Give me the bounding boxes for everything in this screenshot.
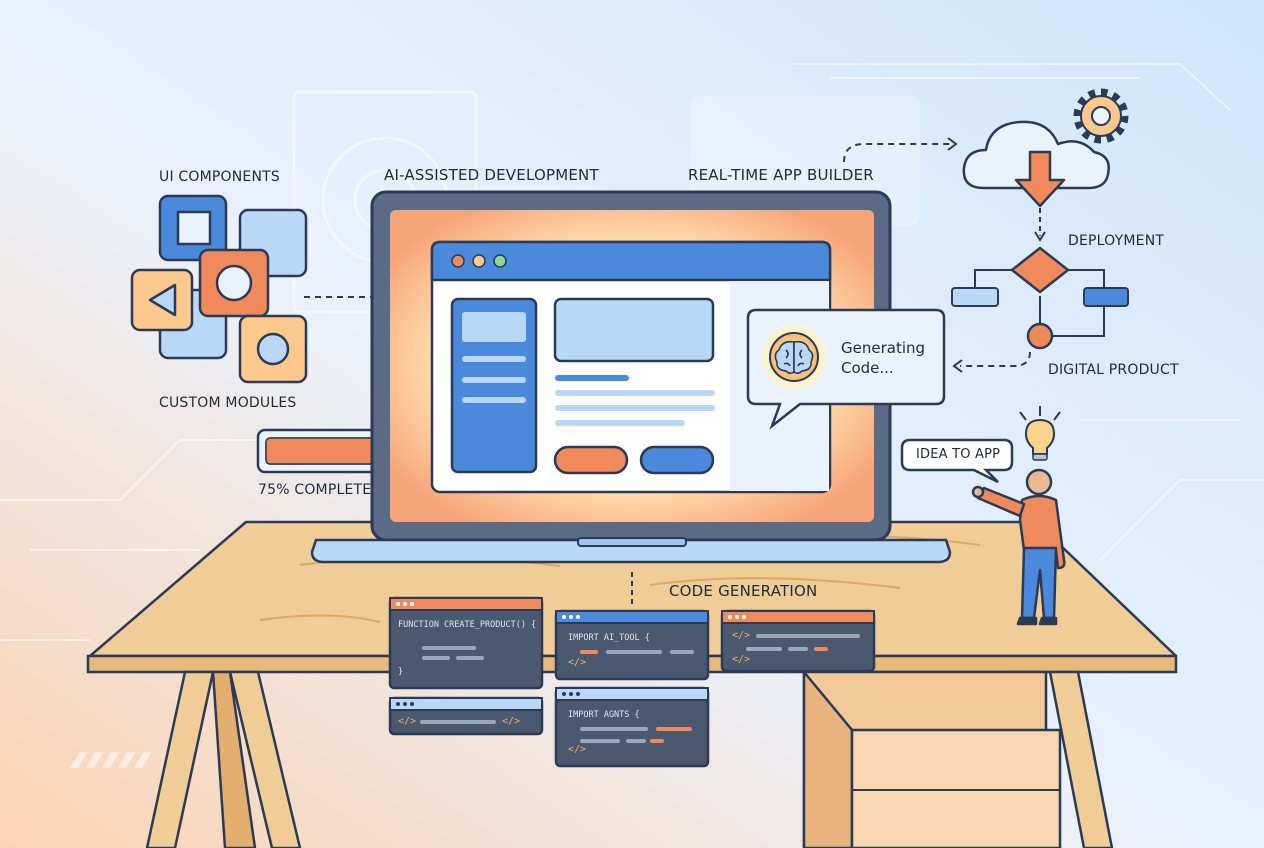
flowchart-node-left: [951, 287, 999, 307]
code-tag: </>: [398, 716, 417, 727]
window-dot-green: [493, 254, 507, 268]
app-window: [430, 240, 832, 494]
background-circuit-lines: [0, 63, 1264, 641]
code-tag: </>: [732, 654, 751, 665]
code-window-5: [554, 686, 710, 768]
bubble-generating-text: Generating Code...: [841, 338, 925, 378]
download-arrow: [1014, 150, 1066, 208]
app-hero-card: [553, 297, 715, 363]
code-window-3: [720, 609, 876, 673]
code-line-import-ai-tool: IMPORT AI_TOOL {: [568, 633, 650, 643]
code-window-4: [388, 696, 544, 736]
label-deployment: DEPLOYMENT: [1068, 233, 1165, 249]
label-ai-assisted-development: AI-ASSISTED DEVELOPMENT: [384, 166, 599, 184]
bubble-line-1: Generating: [841, 339, 926, 357]
flowchart-diamond: [1010, 246, 1070, 294]
code-line-import-agnts: IMPORT AGNTS {: [568, 710, 640, 720]
label-progress: 75% COMPLETE: [258, 482, 372, 498]
code-tag: </>: [502, 716, 521, 727]
bubble-line-2: Code...: [841, 359, 894, 377]
code-tag: </>: [732, 630, 751, 641]
app-button-orange: [553, 445, 629, 475]
code-line-function: FUNCTION CREATE_PRODUCT() {: [398, 620, 537, 630]
gear-icon: [1073, 88, 1129, 144]
arrow-product-to-bubble: [952, 351, 1031, 373]
idea-bubble: [900, 438, 1014, 484]
generating-bubble: [746, 308, 946, 430]
code-window-2: [554, 609, 710, 681]
app-sidebar: [450, 297, 538, 474]
label-ui-components: UI COMPONENTS: [159, 169, 280, 185]
code-window-1: [388, 596, 544, 690]
label-digital-product: DIGITAL PRODUCT: [1048, 362, 1179, 378]
label-custom-modules: CUSTOM MODULES: [159, 395, 297, 411]
progress-fill: [265, 437, 375, 465]
label-real-time-app-builder: REAL-TIME APP BUILDER: [688, 166, 874, 184]
background-hatch: [70, 752, 152, 768]
brain-icon: [774, 340, 814, 375]
arrow-builder-to-cloud: [843, 137, 958, 163]
code-close-brace: }: [398, 667, 404, 677]
flowchart-node-right: [1083, 287, 1129, 307]
label-idea-to-app: IDEA TO APP: [916, 447, 1001, 462]
flowchart-end-node: [1026, 322, 1054, 350]
person-figure: [971, 468, 1066, 626]
app-button-blue: [639, 445, 715, 475]
window-dot-red: [451, 254, 465, 268]
code-tag: </>: [568, 744, 587, 755]
ui-components-cluster: [130, 194, 308, 384]
code-tag: </>: [568, 657, 587, 668]
window-dot-yellow: [472, 254, 486, 268]
label-code-generation: CODE GENERATION: [669, 582, 818, 600]
lightbulb-icon: [1019, 406, 1061, 461]
deployment-flowchart: [974, 208, 1105, 337]
